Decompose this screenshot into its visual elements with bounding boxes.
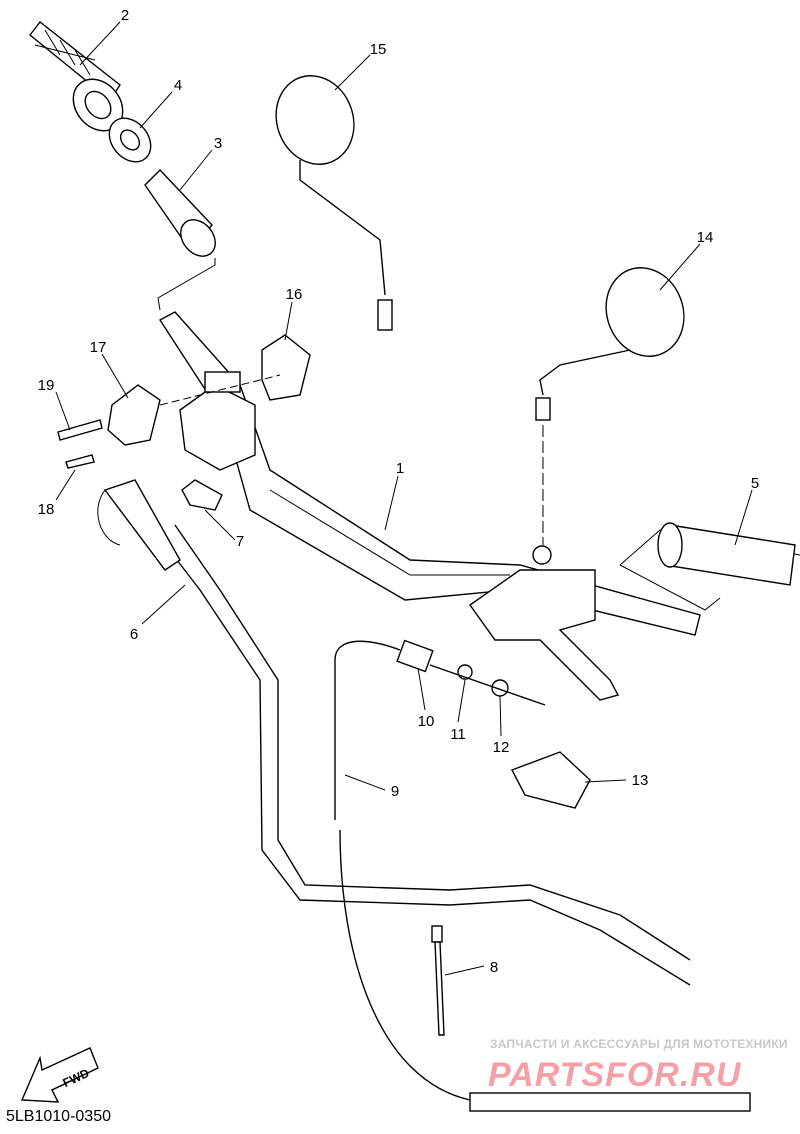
- part-grip-left: [29, 21, 124, 132]
- callout-4: 4: [174, 77, 182, 94]
- part-mirror-right: [535, 267, 685, 545]
- part-grip-right: [619, 522, 800, 611]
- callout-11: 11: [450, 726, 466, 743]
- callout-15: 15: [370, 41, 387, 58]
- callout-14: 14: [697, 229, 714, 246]
- callout-12: 12: [493, 739, 510, 756]
- callout-18: 18: [38, 501, 55, 518]
- part-collar: [108, 117, 152, 163]
- part-mirror-left: [275, 75, 393, 331]
- part-adjuster-boot: [511, 751, 591, 809]
- part-cable-guide: [181, 479, 223, 511]
- watermark-tagline: ЗАПЧАСТИ И АКСЕССУАРЫ ДЛЯ МОТОТЕХНИКИ: [490, 1037, 788, 1051]
- callout-9: 9: [391, 783, 399, 800]
- callout-8: 8: [490, 959, 498, 976]
- diagram-code: 5LB1010-0350: [6, 1108, 111, 1125]
- callout-7: 7: [236, 533, 244, 550]
- part-holder-17: [107, 374, 281, 446]
- part-throttle-cable: [97, 479, 691, 986]
- callout-13: 13: [632, 772, 649, 789]
- callout-5: 5: [751, 475, 759, 492]
- callout-labels: 2 4 3 15 14 16 17 19 18 1 5 7 6 10 11 12…: [38, 7, 760, 976]
- callout-19: 19: [38, 377, 55, 394]
- part-holder-16: [261, 334, 311, 401]
- watermark-brand: PARTSFOR.RU: [488, 1056, 742, 1094]
- part-handlebar: [158, 311, 701, 636]
- part-throttle-sleeve: [144, 168, 216, 311]
- callout-17: 17: [90, 339, 107, 356]
- callout-1: 1: [396, 460, 404, 477]
- callout-6: 6: [130, 626, 138, 643]
- part-screws: [57, 419, 103, 469]
- fwd-arrow-icon: FWD: [20, 1047, 99, 1103]
- callout-2: 2: [121, 7, 129, 24]
- leader-lines: [55, 21, 753, 976]
- callout-10: 10: [418, 713, 435, 730]
- callout-16: 16: [286, 286, 303, 303]
- part-cable-tie: [431, 925, 445, 1036]
- part-lever-holder: [469, 545, 620, 701]
- part-switch: [179, 371, 256, 471]
- callout-3: 3: [214, 135, 222, 152]
- part-clutch-cable: [334, 639, 751, 1112]
